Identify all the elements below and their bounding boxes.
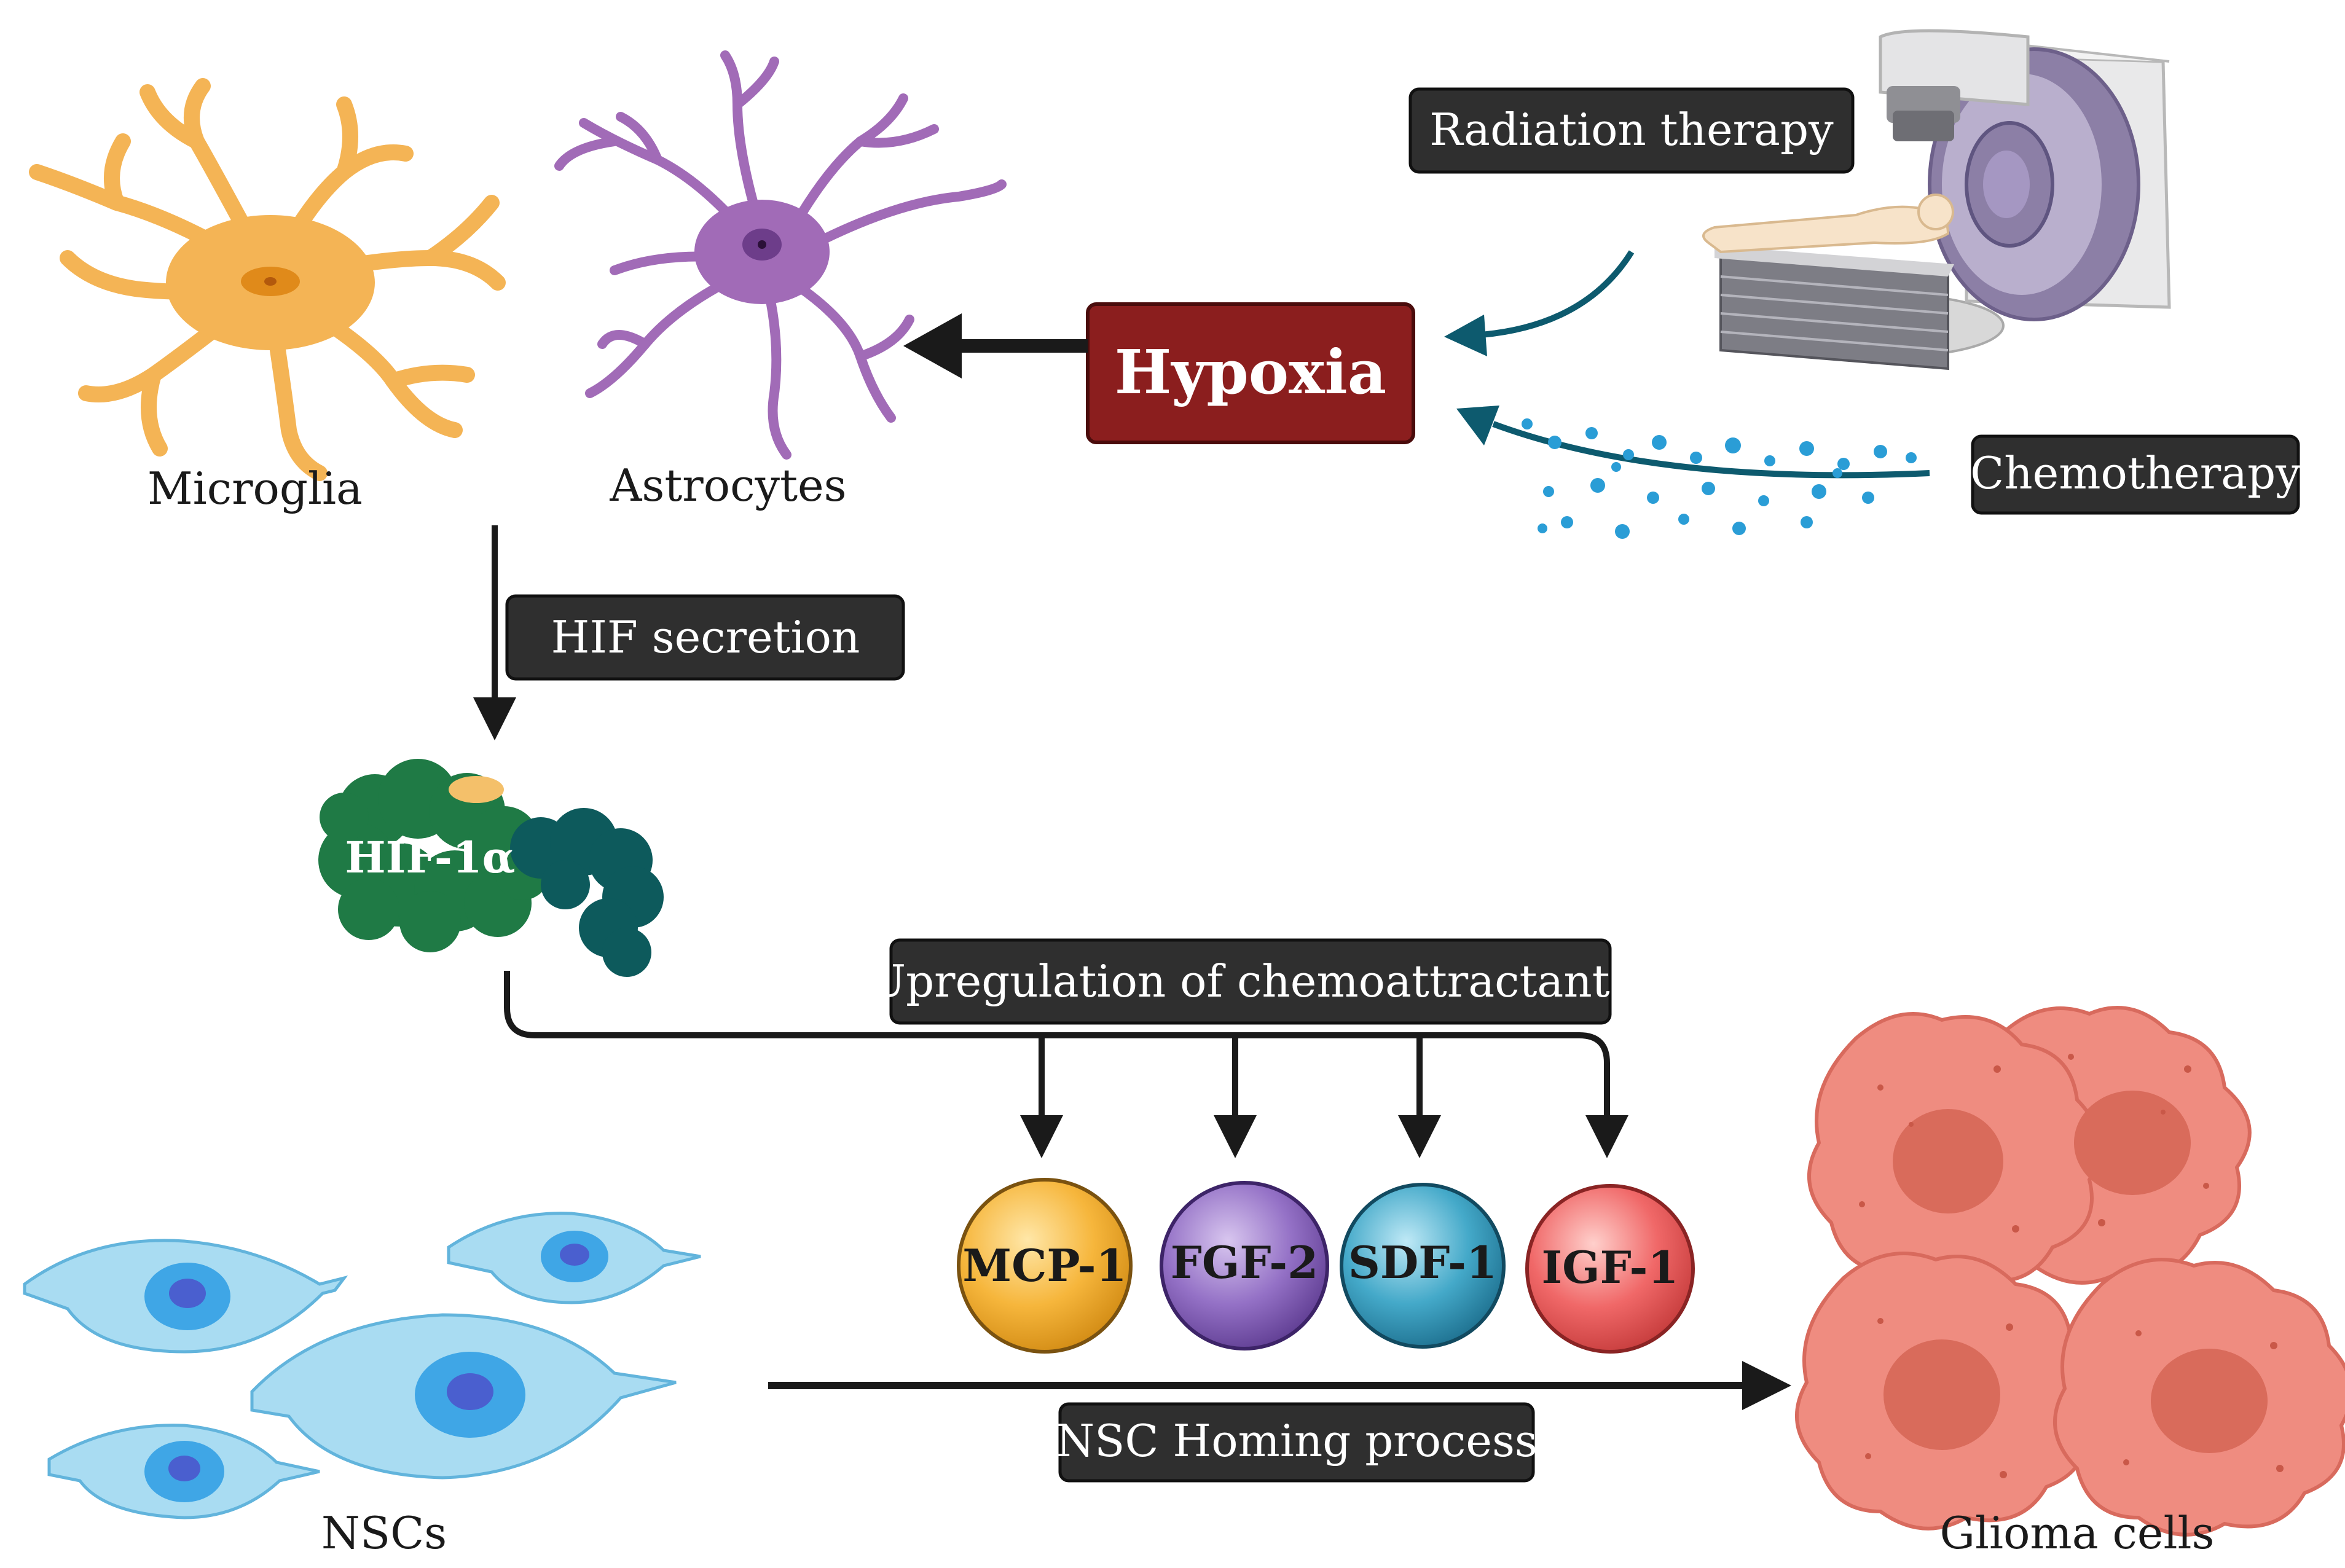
igf-1-sphere: IGF-1	[1525, 1184, 1695, 1354]
sdf-1-label: SDF-1	[1348, 1236, 1497, 1288]
nsc-homing-box: NSC Homing process	[1056, 1402, 1538, 1483]
nsc-cells-icon	[23, 1212, 701, 1519]
nscs-label: NSCs	[321, 1507, 447, 1559]
hif-secretion-label: HIF secretion	[551, 611, 860, 663]
hif-1a-protein-icon	[318, 759, 664, 977]
hif-1a-label: HIF-1α	[345, 832, 515, 883]
upregulation-label: Upregulation of chemoattractants	[868, 955, 1632, 1007]
radiation-therapy-label: Radiation therapy	[1429, 104, 1834, 155]
sdf-1-sphere: SDF-1	[1340, 1183, 1506, 1349]
radiation-therapy-box: Radiation therapy	[1408, 87, 1855, 174]
nsc-homing-arrow	[768, 1361, 1791, 1410]
mcp-1-label: MCP-1	[962, 1239, 1126, 1292]
radiation-machine-icon	[1702, 29, 2171, 370]
glioma-cells-icon	[1795, 1006, 2345, 1537]
fgf-2-sphere: FGF-2	[1160, 1181, 1329, 1350]
astrocyte-icon	[554, 50, 1007, 460]
chemo-droplets	[1522, 418, 1917, 539]
chemotherapy-to-hypoxia-arrow	[1456, 406, 1930, 479]
chemotherapy-box: Chemotherapy	[1970, 434, 2301, 515]
microglia-icon	[29, 78, 506, 481]
chemoattractant-arrowheads	[1020, 1115, 1628, 1158]
upregulation-bracket	[504, 971, 1610, 1118]
nsc-homing-label: NSC Homing process	[1056, 1415, 1538, 1467]
microglia-label: Microglia	[147, 463, 363, 514]
mcp-1-sphere: MCP-1	[957, 1178, 1133, 1354]
radiation-to-hypoxia-arrow	[1444, 250, 1635, 356]
chemotherapy-label: Chemotherapy	[1970, 447, 2301, 499]
hif-secretion-arrow	[473, 525, 516, 740]
hypoxia-to-cells-arrow	[903, 313, 1088, 378]
glioma-cells-label: Glioma cells	[1940, 1507, 2215, 1559]
igf-1-label: IGF-1	[1541, 1241, 1678, 1293]
upregulation-box: Upregulation of chemoattractants	[868, 938, 1633, 1025]
hypoxia-box: Hypoxia	[1086, 302, 1415, 444]
hif-secretion-box: HIF secretion	[505, 594, 905, 681]
hypoxia-label: Hypoxia	[1115, 337, 1387, 408]
fgf-2-label: FGF-2	[1171, 1236, 1318, 1288]
astrocytes-label: Astrocytes	[609, 460, 846, 511]
